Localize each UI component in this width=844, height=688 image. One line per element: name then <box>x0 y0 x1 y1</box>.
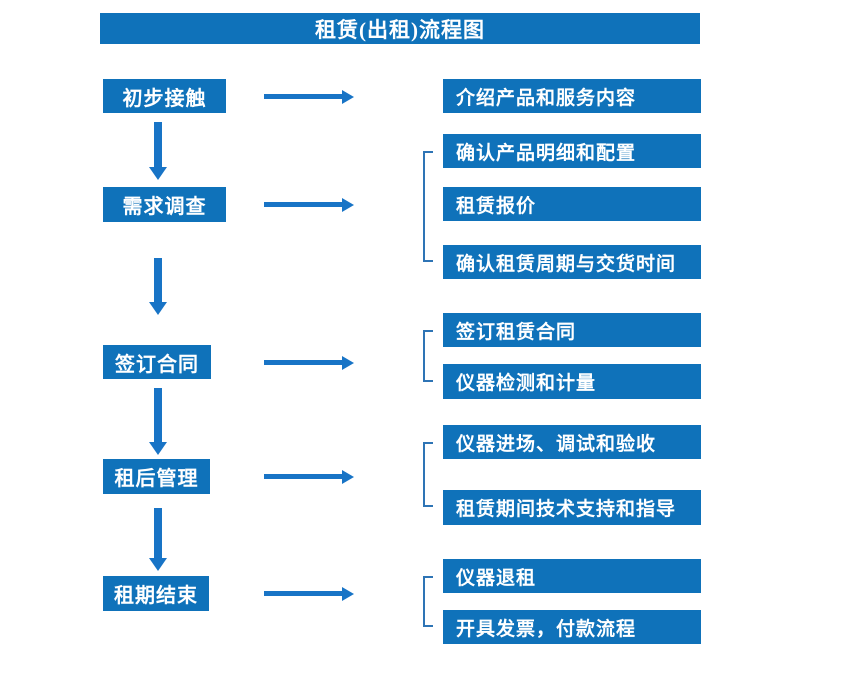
down-arrow-icon <box>154 122 162 167</box>
output-box-confirm-rental-period: 确认租赁周期与交货时间 <box>443 245 701 279</box>
group-bracket <box>423 151 433 262</box>
stage-box-rental-end: 租期结束 <box>103 576 209 611</box>
right-arrow-icon <box>264 591 342 596</box>
right-arrow-icon <box>264 202 342 207</box>
output-box-instrument-return: 仪器退租 <box>443 559 701 593</box>
output-box-sign-rental-contract: 签订租赁合同 <box>443 313 701 347</box>
stage-box-demand-survey: 需求调查 <box>103 187 226 222</box>
flowchart-title: 租赁(出租)流程图 <box>100 13 700 44</box>
group-bracket <box>423 576 433 627</box>
stage-box-initial-contact: 初步接触 <box>103 79 226 113</box>
output-box-rental-quotation: 租赁报价 <box>443 187 701 221</box>
right-arrow-icon <box>264 94 342 99</box>
output-box-invoice-payment: 开具发票，付款流程 <box>443 610 701 644</box>
stage-box-post-rental-management: 租后管理 <box>103 459 210 494</box>
right-arrow-icon <box>264 360 342 365</box>
group-bracket <box>423 330 433 382</box>
right-arrow-icon <box>264 474 342 479</box>
output-box-technical-support: 租赁期间技术支持和指导 <box>443 490 701 525</box>
output-box-instrument-testing: 仪器检测和计量 <box>443 364 701 399</box>
group-bracket <box>423 442 433 507</box>
output-box-introduce-products: 介绍产品和服务内容 <box>443 79 701 113</box>
down-arrow-icon <box>154 508 162 558</box>
down-arrow-icon <box>154 388 162 442</box>
output-box-confirm-product-details: 确认产品明细和配置 <box>443 134 701 168</box>
output-box-instrument-commissioning: 仪器进场、调试和验收 <box>443 425 701 459</box>
stage-box-sign-contract: 签订合同 <box>103 345 211 379</box>
down-arrow-icon <box>154 258 162 302</box>
